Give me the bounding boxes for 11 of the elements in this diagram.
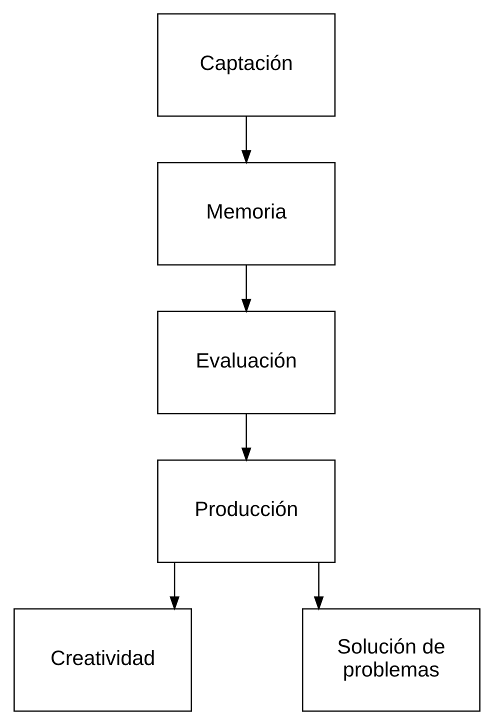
arrow (240, 414, 251, 462)
node-box: Solución de problemas (301, 608, 480, 712)
arrow (240, 116, 251, 164)
node-box: Creatividad (13, 608, 192, 712)
arrow (169, 562, 180, 611)
arrow (313, 562, 324, 611)
node-box: Memoria (156, 162, 336, 266)
node-box: Producción (156, 460, 336, 563)
arrow (240, 264, 251, 314)
node-box: Captación (156, 13, 336, 117)
node-box: Evaluación (156, 310, 336, 414)
